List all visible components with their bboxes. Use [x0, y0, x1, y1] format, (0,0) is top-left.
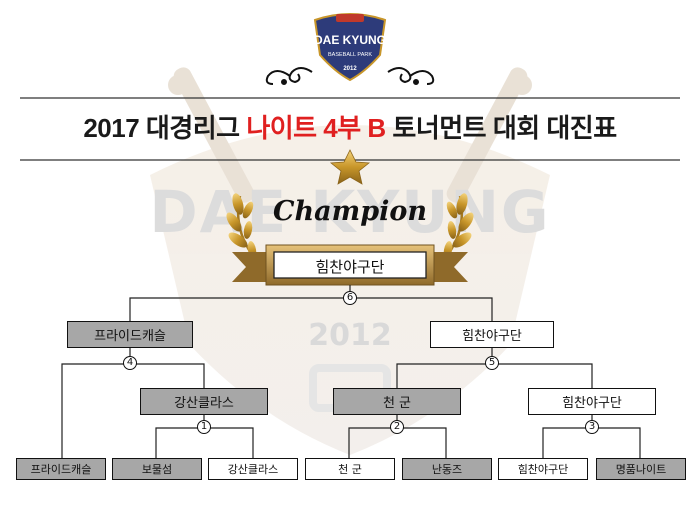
team-box-r1-4: 천 군	[305, 458, 395, 480]
watermark-text: DAE KYUNG	[149, 178, 550, 246]
page-title: 2017 대경리그 나이트 4부 B 토너먼트 대회 대진표	[0, 108, 700, 145]
laurel-left-icon	[226, 193, 259, 263]
dae-kyung-logo: DAE KYUNG BASEBALL PARK 2012	[265, 13, 435, 85]
logo-name: DAE KYUNG	[314, 33, 386, 47]
title-part-event: 토너먼트 대회 대진표	[385, 113, 617, 143]
logo-year: 2012	[343, 66, 357, 72]
game-number-semi-left: 4	[123, 356, 137, 370]
watermark-year: 2012	[308, 318, 392, 353]
game-number-semi-right: 5	[485, 356, 499, 370]
title-part-division: 나이트 4부 B	[246, 113, 386, 143]
final-connector	[129, 297, 493, 321]
logo-flourish-left	[265, 67, 313, 85]
game-number-final: 6	[343, 291, 357, 305]
logo-emblem: DAE KYUNG BASEBALL PARK 2012	[313, 13, 387, 82]
champion-graphics	[226, 149, 474, 286]
team-box-semi-right: 힘찬야구단	[430, 321, 554, 348]
laurel-right-icon	[441, 193, 474, 263]
logo-flourish-right	[387, 67, 435, 85]
champion-ribbon	[232, 244, 468, 286]
title-part-league: 2017 대경리그	[83, 113, 247, 143]
game-number-qf-3: 3	[585, 420, 599, 434]
team-box-r1-2: 보물섬	[112, 458, 202, 480]
champion-label: Champion	[273, 196, 427, 227]
game-number-qf-1: 1	[197, 420, 211, 434]
team-box-r1-1: 프라이드캐슬	[16, 458, 106, 480]
team-box-r1-7: 명품나이트	[596, 458, 686, 480]
team-box-r1-5: 난동즈	[402, 458, 492, 480]
logo-tab	[336, 14, 364, 22]
team-box-r1-3: 강산클라스	[208, 458, 298, 480]
team-box-semi-left: 프라이드캐슬	[67, 321, 193, 348]
logo-subtitle: BASEBALL PARK	[328, 52, 372, 58]
team-box-qf-1: 강산클라스	[140, 388, 268, 415]
star-icon	[329, 149, 371, 185]
champion-team: 힘찬야구단	[315, 258, 385, 276]
team-box-r1-6: 힘찬야구단	[498, 458, 588, 480]
team-box-qf-3: 힘찬야구단	[528, 388, 656, 415]
team-box-qf-2: 천 군	[333, 388, 461, 415]
game-number-qf-2: 2	[390, 420, 404, 434]
